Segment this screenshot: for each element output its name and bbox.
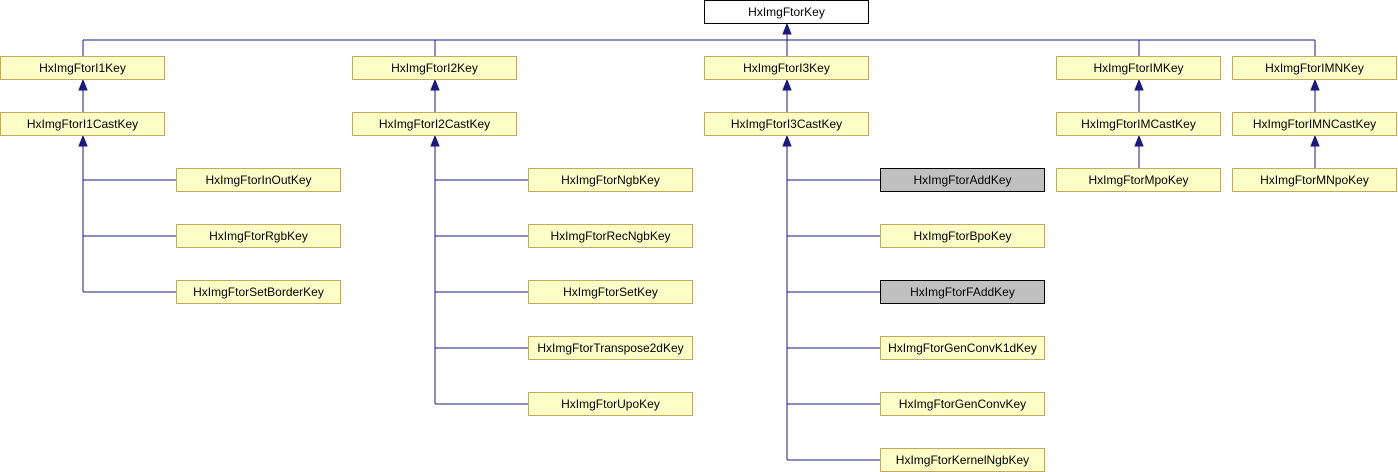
node-hximgftormnpokey[interactable]: HxImgFtorMNpoKey (1232, 168, 1397, 192)
node-hximgftorimnkey[interactable]: HxImgFtorIMNKey (1232, 56, 1397, 80)
node-hximgftori1castkey[interactable]: HxImgFtorI1CastKey (0, 112, 165, 136)
arrowhead-level1 (782, 78, 792, 91)
node-hximgftorbpokey[interactable]: HxImgFtorBpoKey (880, 224, 1045, 248)
node-hximgftori3castkey[interactable]: HxImgFtorI3CastKey (704, 112, 869, 136)
arrowhead-root (782, 22, 792, 35)
arrowhead-trunk (782, 134, 792, 147)
arrowhead-cast (1134, 134, 1144, 147)
node-hximgftorngbkey[interactable]: HxImgFtorNgbKey (528, 168, 693, 192)
node-hximgftortranspose2dkey[interactable]: HxImgFtorTranspose2dKey (528, 336, 693, 360)
node-hximgftori3key[interactable]: HxImgFtorI3Key (704, 56, 869, 80)
node-hximgftorsetborderkey[interactable]: HxImgFtorSetBorderKey (176, 280, 341, 304)
node-hximgftori1key[interactable]: HxImgFtorI1Key (0, 56, 165, 80)
node-hximgftorimncastkey[interactable]: HxImgFtorIMNCastKey (1232, 112, 1397, 136)
node-hximgftorupokey[interactable]: HxImgFtorUpoKey (528, 392, 693, 416)
node-hximgftorgenconvkey[interactable]: HxImgFtorGenConvKey (880, 392, 1045, 416)
node-hximgftorimkey[interactable]: HxImgFtorIMKey (1056, 56, 1221, 80)
node-hximgftori2key[interactable]: HxImgFtorI2Key (352, 56, 517, 80)
node-hximgftorinoutkey[interactable]: HxImgFtorInOutKey (176, 168, 341, 192)
arrowhead-level1 (78, 78, 88, 91)
node-hximgftorgenconvk1dkey[interactable]: HxImgFtorGenConvK1dKey (880, 336, 1045, 360)
arrowhead-cast (1310, 134, 1320, 147)
node-hximgftorfaddkey[interactable]: HxImgFtorFAddKey (880, 280, 1045, 304)
node-hximgftorimcastkey[interactable]: HxImgFtorIMCastKey (1056, 112, 1221, 136)
arrowhead-trunk (78, 134, 88, 147)
node-hximgftorsetkey[interactable]: HxImgFtorSetKey (528, 280, 693, 304)
node-hximgftoraddkey[interactable]: HxImgFtorAddKey (880, 168, 1045, 192)
node-hximgftorkey[interactable]: HxImgFtorKey (704, 0, 869, 24)
arrowhead-level1 (1134, 78, 1144, 91)
arrowhead-level1 (1310, 78, 1320, 91)
arrowhead-level1 (430, 78, 440, 91)
node-hximgftorrecngbkey[interactable]: HxImgFtorRecNgbKey (528, 224, 693, 248)
node-hximgftorrgbkey[interactable]: HxImgFtorRgbKey (176, 224, 341, 248)
node-hximgftori2castkey[interactable]: HxImgFtorI2CastKey (352, 112, 517, 136)
node-hximgftorkernelngbkey[interactable]: HxImgFtorKernelNgbKey (880, 448, 1045, 472)
node-hximgftormpokey[interactable]: HxImgFtorMpoKey (1056, 168, 1221, 192)
arrowhead-trunk (430, 134, 440, 147)
